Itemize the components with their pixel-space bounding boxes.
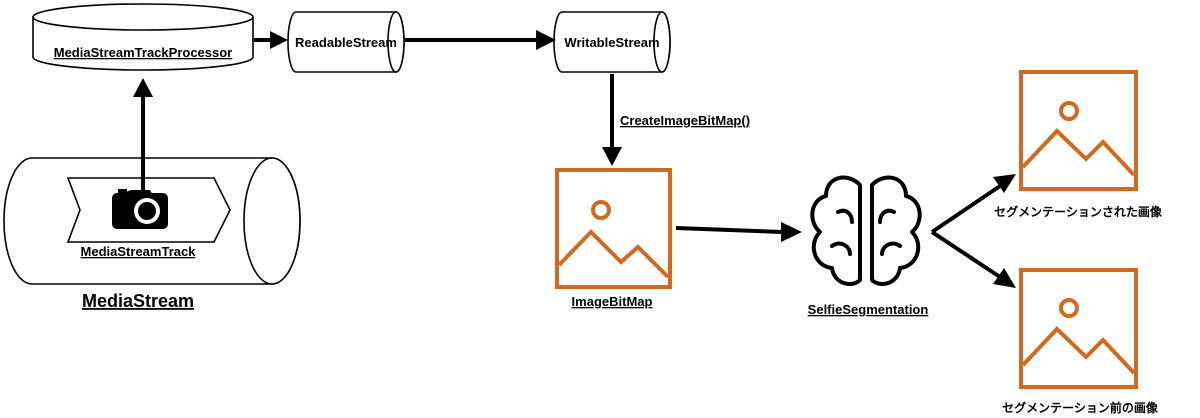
brain-icon [810, 175, 922, 286]
processor-label: MediaStreamTrackProcessor [54, 45, 232, 60]
original-image-icon [1019, 268, 1138, 389]
edge-track-to-processor [133, 78, 153, 190]
edge-readable-to-writable [405, 30, 556, 50]
readable-stream-label: ReadableStream [295, 35, 397, 50]
image-icon [555, 168, 672, 289]
edge-processor-to-readable [254, 31, 288, 49]
original-image-label: セグメンテーション前の画像 [1002, 400, 1159, 415]
edge-bitmap-to-selfie [675, 222, 802, 242]
processor-cylinder [32, 3, 254, 71]
create-bitmap-edge-label: CreateImageBitMap() [620, 113, 750, 128]
image-bitmap-label: ImageBitMap [572, 294, 653, 309]
segmented-image-label: セグメンテーションされた画像 [994, 204, 1163, 219]
selfie-segmentation-label: SelfieSegmentation [808, 302, 929, 317]
edge-selfie-to-original [930, 230, 1016, 288]
writable-stream-label: WritableStream [564, 35, 659, 50]
edge-writable-to-bitmap [602, 74, 622, 166]
edge-selfie-to-segmented [930, 174, 1016, 234]
segmented-image-icon [1019, 70, 1138, 191]
media-stream-track-label: MediaStreamTrack [81, 244, 197, 259]
camera-icon [112, 189, 168, 229]
writable-stream-cylinder [553, 11, 671, 73]
readable-stream-cylinder [287, 11, 405, 73]
media-stream-label: MediaStream [82, 291, 194, 311]
